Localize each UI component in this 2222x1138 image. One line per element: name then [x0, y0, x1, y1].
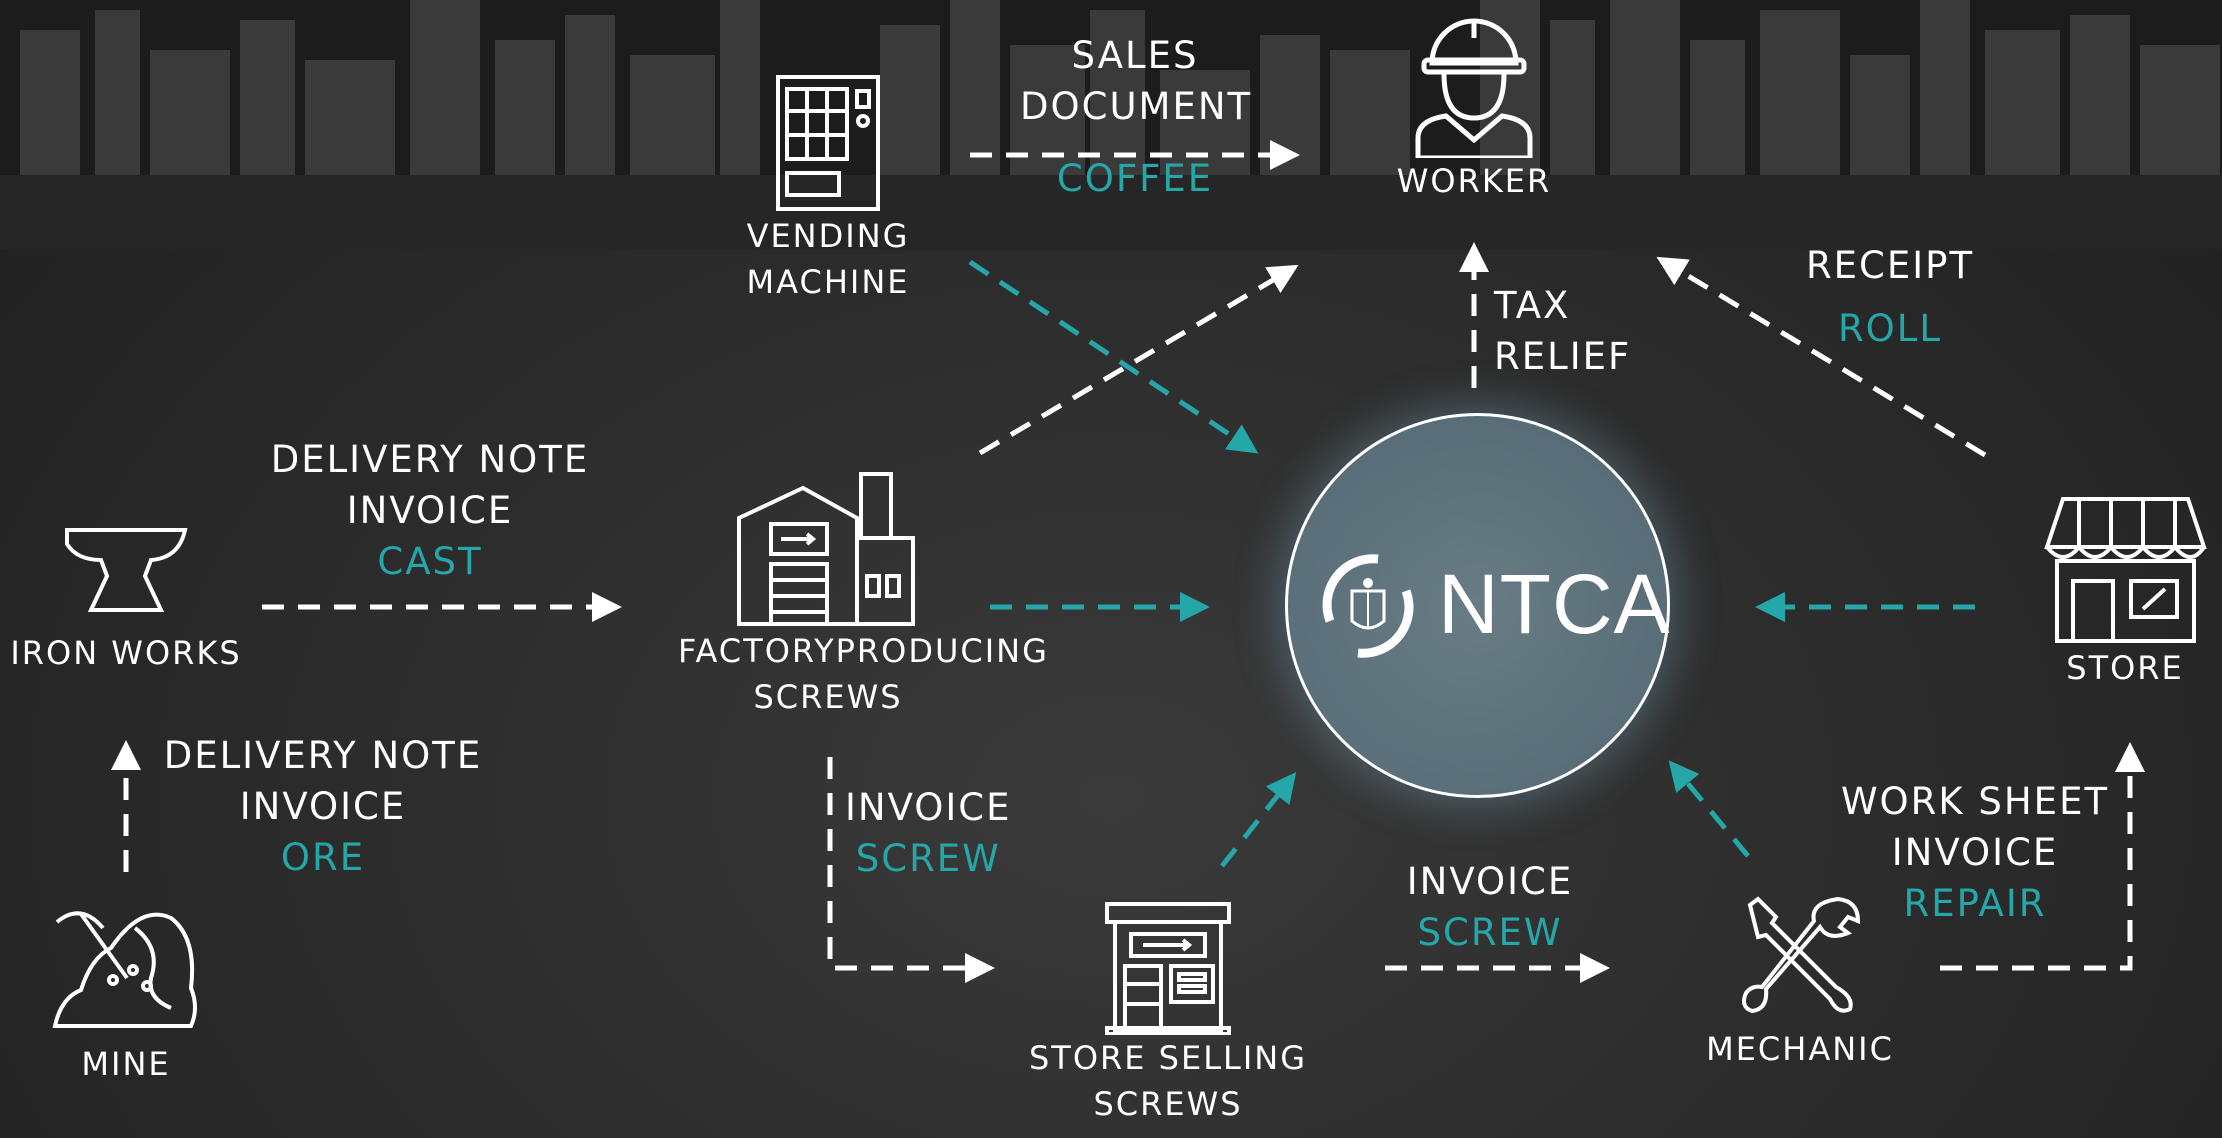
flow-doc-receipt: RECEIPT [1805, 244, 1975, 287]
node-worker: WORKER [1324, 8, 1624, 204]
node-iron-works: IRON WORKS [0, 520, 276, 676]
store-label: STORE [2066, 649, 2184, 687]
factory-icon [737, 472, 915, 626]
factory-label-line1: FACTORYPRODUCING [678, 632, 1049, 670]
node-vending-machine: VENDING MACHINE [678, 73, 978, 305]
vending-machine-icon [776, 75, 880, 211]
ntca-logo-icon [1322, 554, 1414, 658]
store-selling-screws-label-line2: SCREWS [1093, 1085, 1243, 1123]
store-selling-screws-label-line1: STORE SELLING [1028, 1039, 1308, 1077]
flow-item-repair: REPAIR [1903, 882, 2047, 925]
arrow-vending-to-ntca [968, 259, 1259, 454]
flow-label-factory-to-shop: INVOICE SCREW [845, 782, 1012, 884]
arrow-mechanic-to-ntca [1668, 760, 1750, 858]
node-mine: MINE [0, 898, 276, 1087]
ntca-name: NTCA [1438, 557, 1671, 651]
iron-works-label: IRON WORKS [10, 634, 242, 672]
anvil-icon [65, 528, 188, 612]
flow-doc-invoice: INVOICE [1406, 860, 1574, 903]
mine-label: MINE [81, 1045, 171, 1083]
flow-doc-invoice: INVOICE [1891, 831, 2059, 874]
node-mechanic: MECHANIC [1650, 893, 1950, 1072]
flow-item-coffee: COFFEE [1056, 157, 1214, 200]
flow-label-vending-to-worker: SALES DOCUMENT COFFEE [1020, 30, 1250, 204]
node-store-selling-screws: STORE SELLING SCREWS [1018, 900, 1318, 1127]
ntca-hub: NTCA [1285, 413, 1670, 798]
mine-icon [52, 911, 197, 1028]
wrench-screwdriver-icon [1741, 896, 1860, 1014]
flow-doc-work-sheet: WORK SHEET [1840, 780, 2110, 823]
flow-item-screw: SCREW [855, 837, 1001, 880]
worker-label: WORKER [1396, 162, 1552, 200]
arrow-factory-to-worker [978, 264, 1299, 456]
flow-label-shop-to-mechanic: INVOICE SCREW [1395, 856, 1585, 958]
screw-shop-icon [1105, 902, 1231, 1035]
store-icon [2043, 497, 2207, 643]
city-skyline-backdrop [0, 0, 2222, 250]
vending-machine-label-line2: MACHINE [746, 263, 910, 301]
factory-label-line2: SCREWS [753, 678, 903, 716]
flow-label-iron-to-factory: DELIVERY NOTE INVOICE CAST [270, 434, 590, 587]
flow-label-mechanic-to-store: WORK SHEET INVOICE REPAIR [1840, 776, 2110, 929]
flow-doc-tax: TAX [1494, 284, 1571, 327]
flow-doc-invoice: INVOICE [239, 785, 407, 828]
arrow-shop-to-ntca [1220, 772, 1297, 868]
flow-doc-document: DOCUMENT [1020, 85, 1253, 128]
arrow-mechanic-to-store [1940, 742, 2145, 971]
flow-doc-delivery-note: DELIVERY NOTE [270, 438, 590, 481]
flow-item-screw: SCREW [1417, 911, 1563, 954]
flow-doc-invoice: INVOICE [845, 786, 1012, 829]
vending-machine-label-line1: VENDING [746, 217, 910, 255]
node-factory: FACTORYPRODUCING SCREWS [678, 468, 1049, 720]
flow-doc-invoice: INVOICE [346, 489, 514, 532]
flow-doc-sales: SALES [1071, 34, 1199, 77]
mechanic-label: MECHANIC [1706, 1030, 1894, 1068]
flow-doc-delivery-note: DELIVERY NOTE [163, 734, 483, 777]
flow-label-mine-to-iron: DELIVERY NOTE INVOICE ORE [163, 730, 483, 883]
worker-icon [1415, 18, 1533, 158]
flow-doc-relief: RELIEF [1494, 335, 1632, 378]
flow-label-store-to-worker: RECEIPT ROLL [1780, 240, 2000, 354]
flow-label-tax-relief: TAX RELIEF [1494, 280, 1631, 382]
flow-item-cast: CAST [377, 540, 483, 583]
flow-item-roll: ROLL [1837, 307, 1943, 350]
arrow-store-to-worker [1656, 256, 1987, 458]
node-store: STORE [1975, 495, 2222, 691]
flow-item-ore: ORE [280, 836, 366, 879]
